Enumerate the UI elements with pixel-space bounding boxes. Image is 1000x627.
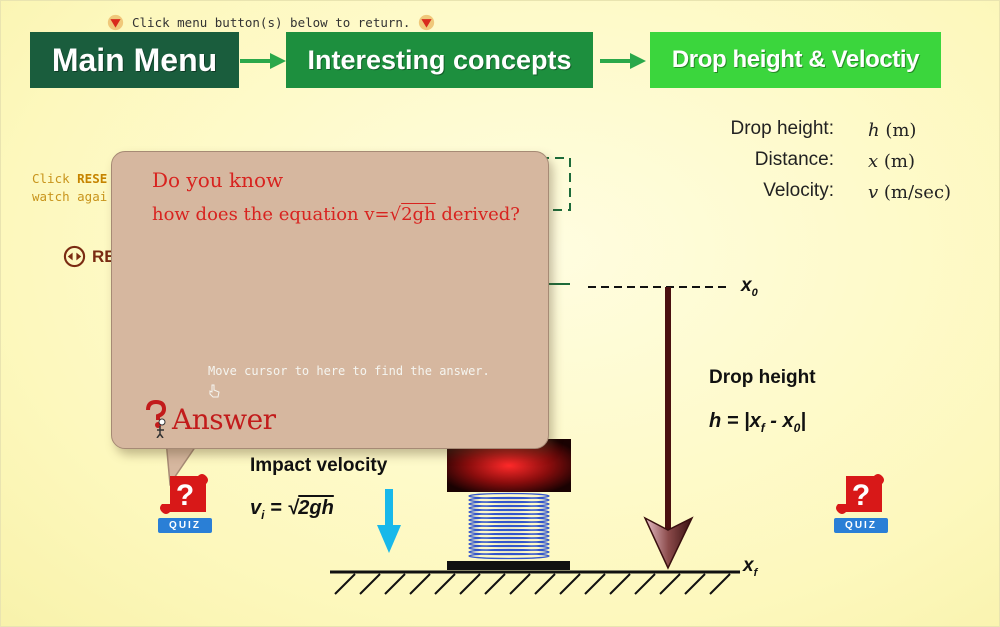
spring-base [447, 561, 570, 570]
legend-label: Velocity: [763, 180, 834, 201]
x0-label: x0 [741, 275, 758, 299]
legend-symbol: h (m) [868, 120, 917, 141]
current-page-label: Drop height & Veloctiy [671, 46, 920, 73]
impact-velocity-arrow [377, 489, 401, 553]
return-hint: Click menu button(s) below to return. [107, 12, 435, 32]
popup-question-line2: how does the equation v=√2gh derived? [152, 204, 520, 225]
main-menu-label: Main Menu [51, 41, 218, 78]
interesting-concepts-label: Interesting concepts [307, 44, 572, 75]
quiz-label: QUIZ [169, 520, 201, 531]
hand-pointer-icon [209, 384, 220, 398]
popup-question-line1: Do you know [152, 168, 284, 192]
quiz-label: QUIZ [845, 520, 877, 531]
answer-hover-hint[interactable]: Move cursor to here to find the answer. [208, 364, 490, 378]
drop-height-label: Drop height [709, 367, 816, 388]
return-hint-text: Click menu button(s) below to return. [132, 14, 411, 30]
answer-label: Answer [172, 402, 276, 436]
impact-velocity-equation: vi = √2gh [250, 497, 334, 522]
spring [468, 492, 550, 560]
legend-label: Distance: [754, 149, 834, 170]
svg-text:?: ? [852, 479, 870, 512]
impact-velocity-label: Impact velocity [250, 455, 388, 476]
quiz-button[interactable]: ? QUIZ [158, 472, 212, 534]
did-you-know-popup: Do you know how does the equation v=√2gh… [111, 151, 549, 449]
legend-label: Drop height: [730, 118, 834, 139]
svg-text:?: ? [176, 479, 194, 512]
main-menu-button[interactable]: Main Menu [30, 32, 239, 88]
quiz-bar [834, 518, 888, 533]
down-arrow-icon [107, 14, 124, 30]
puzzle-question-icon: ? [160, 474, 208, 514]
arrow-right-icon [600, 53, 646, 69]
question-figure-icon [146, 400, 167, 438]
quiz-button[interactable]: ? QUIZ [834, 472, 888, 534]
legend-row: Drop height: h (m) [690, 116, 980, 146]
drop-height-equation: h = |xf - x0| [709, 410, 806, 435]
legend-row: Distance: x (m) [690, 147, 980, 177]
drop-height-arrow [643, 287, 694, 570]
arrow-right-icon [240, 53, 286, 69]
interesting-concepts-button[interactable]: Interesting concepts [286, 32, 593, 88]
reset-icon [63, 245, 86, 268]
legend-row: Velocity: v (m/sec) [690, 178, 980, 208]
down-arrow-icon [419, 14, 435, 30]
legend-symbol: x (m) [868, 151, 916, 172]
quiz-bar [158, 518, 212, 533]
reset-hint: Click RESE watch agai [32, 171, 108, 204]
answer-button[interactable]: Answer [142, 400, 276, 438]
ground [330, 570, 740, 595]
legend-symbol: v (m/sec) [868, 182, 952, 203]
xf-label: xf [743, 555, 758, 579]
current-page-tab: Drop height & Veloctiy [650, 32, 941, 88]
puzzle-question-icon: ? [836, 474, 884, 514]
reset-button[interactable]: RE [63, 245, 116, 268]
